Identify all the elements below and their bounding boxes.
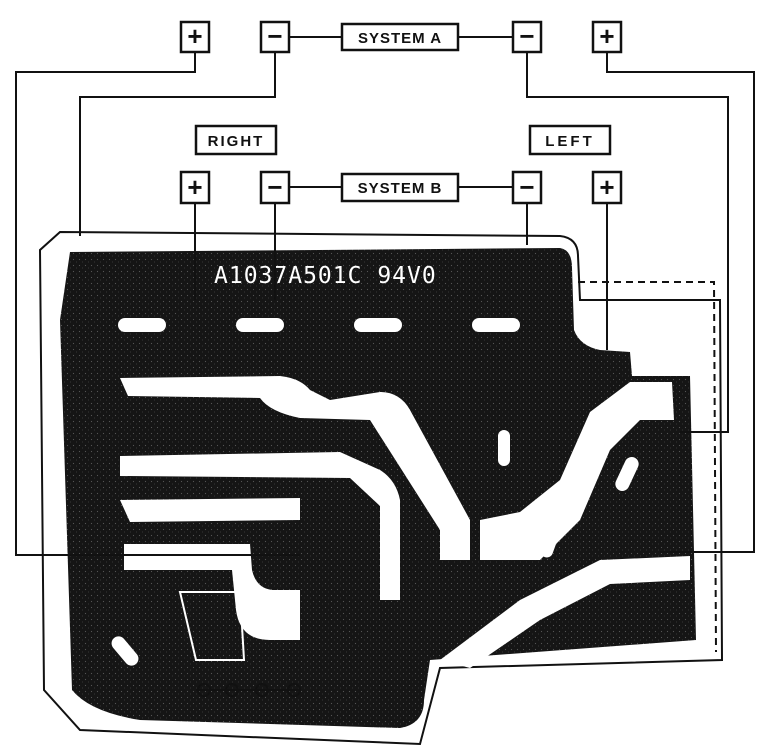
system-a-right-positive-box bbox=[179, 20, 211, 54]
slot-3 bbox=[354, 318, 402, 332]
slot-7 bbox=[540, 528, 560, 558]
slot-4 bbox=[472, 318, 520, 332]
board-outline-dashed bbox=[578, 281, 717, 653]
system-b-label-box bbox=[340, 172, 460, 203]
slot-5 bbox=[498, 430, 510, 466]
slot-1 bbox=[118, 318, 166, 332]
system-a-label: SYSTEM A bbox=[358, 30, 442, 47]
wire-system-a-left-positive bbox=[606, 52, 755, 553]
slot-8 bbox=[111, 636, 139, 666]
wire-system-a-right-positive bbox=[15, 52, 300, 556]
wire-system-a-right-negative bbox=[79, 52, 276, 236]
system-a-right-negative-sign: − bbox=[267, 21, 282, 51]
system-b-left-positive-sign: + bbox=[599, 172, 614, 202]
system-a-left-negative-box bbox=[511, 20, 543, 54]
system-a-right-negative-box bbox=[259, 20, 291, 54]
system-a-left-negative-sign: − bbox=[519, 21, 534, 51]
system-b-left-negative-box bbox=[511, 170, 543, 205]
system-b-left-positive-box bbox=[591, 170, 623, 205]
board-outline bbox=[38, 230, 724, 746]
system-b-label: SYSTEM B bbox=[358, 180, 443, 197]
right-channel-box bbox=[194, 124, 278, 156]
system-a-left-positive-sign: + bbox=[599, 21, 614, 51]
terminal-labels: + − SYSTEM A − + RIGHT LEFT + − SYSTEM B… bbox=[179, 20, 623, 205]
system-a-label-box bbox=[340, 22, 460, 52]
left-channel-label: LEFT bbox=[545, 133, 595, 150]
system-a-left-positive-box bbox=[591, 20, 623, 54]
board-marking: A1037A501C 94V0 bbox=[214, 263, 437, 289]
slot-6 bbox=[615, 457, 639, 491]
left-channel-box bbox=[528, 124, 612, 156]
solder-pads bbox=[196, 683, 301, 697]
system-b-right-positive-box bbox=[179, 170, 211, 205]
slot-2 bbox=[236, 318, 284, 332]
wire-system-a-left-negative bbox=[526, 52, 729, 433]
system-b-right-positive-sign: + bbox=[187, 172, 202, 202]
wires bbox=[15, 36, 755, 556]
mounting-slots bbox=[111, 318, 639, 666]
system-b-left-negative-sign: − bbox=[519, 172, 534, 202]
system-a-right-positive-sign: + bbox=[187, 21, 202, 51]
system-b-right-negative-box bbox=[259, 170, 291, 205]
right-channel-label: RIGHT bbox=[208, 133, 265, 150]
system-b-right-negative-sign: − bbox=[267, 172, 282, 202]
pcb-board: A1037A501C 94V0 bbox=[38, 230, 724, 746]
trace-gaps bbox=[120, 376, 690, 668]
